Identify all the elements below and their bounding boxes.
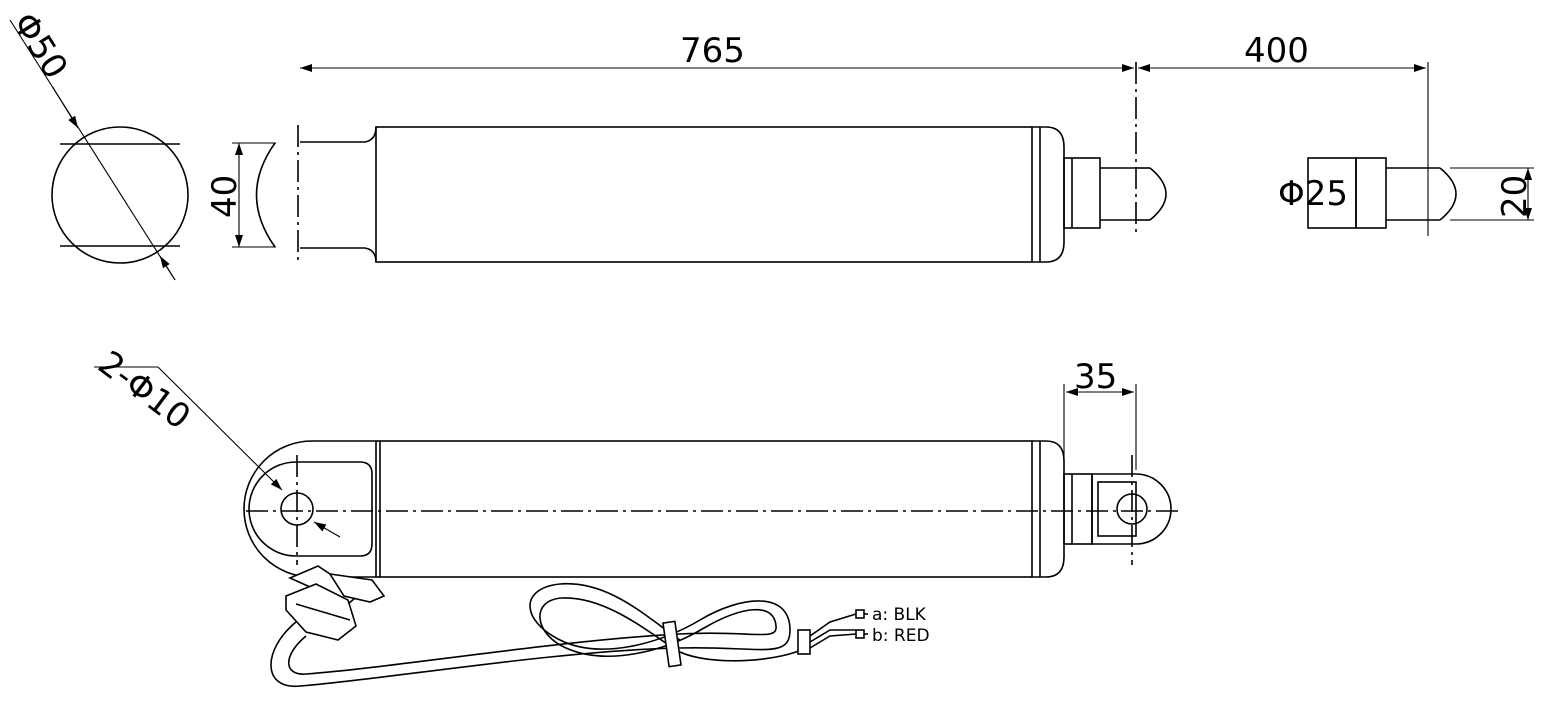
body-length-label: 765 — [680, 31, 745, 71]
wire-b-label: b: RED — [872, 626, 930, 646]
bottom-view: 2-Φ10 35 a: BLK b: RED — [91, 343, 1180, 687]
body-height-label: 40 — [205, 175, 245, 218]
rod-diameter-label: Φ25 — [1278, 174, 1348, 214]
power-cable: a: BLK b: RED — [270, 583, 930, 687]
rod-eye-label: 35 — [1074, 357, 1117, 397]
end-view: Φ50 — [4, 6, 189, 281]
rod-detail: 400 Φ25 20 — [1138, 31, 1535, 236]
cable-gland — [285, 565, 386, 641]
top-view: 40 765 — [205, 31, 1167, 265]
rod-tip-label: 20 — [1495, 175, 1535, 218]
end-diameter-label: Φ50 — [4, 6, 75, 87]
wire-a-label: a: BLK — [872, 605, 927, 625]
stroke-label: 400 — [1244, 31, 1309, 71]
